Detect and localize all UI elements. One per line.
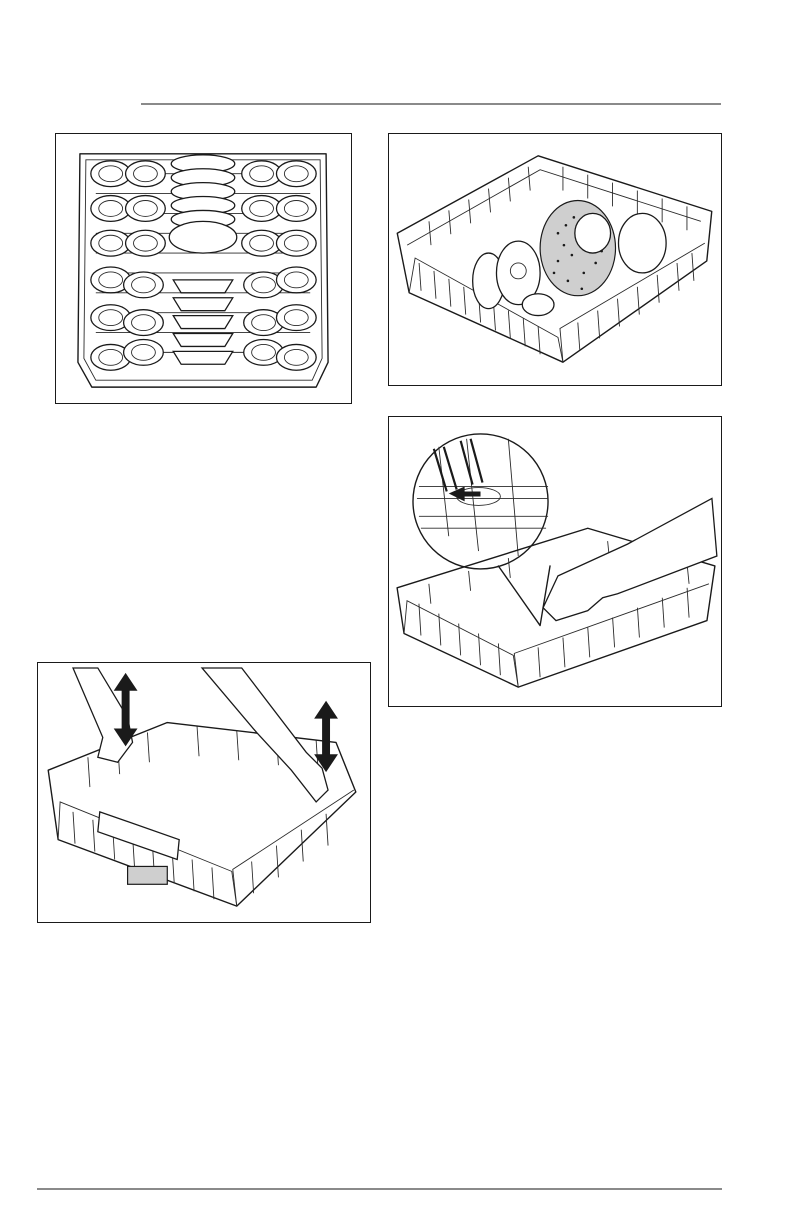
magnifier-circle [413,434,548,569]
hand [543,498,717,620]
cups-right-column [242,161,316,370]
rack-bottom-block [128,866,168,884]
right-hand [202,668,328,802]
header-rule [141,103,721,105]
center-saucers [169,155,236,253]
rack-adjust-illustration [38,663,370,922]
rack-label-plate [98,812,179,860]
fig-rack-height-adjust [37,662,371,923]
footer-rule [37,1188,722,1190]
rack-removal-illustration [389,417,721,706]
loaded-items [473,200,666,315]
rack-loaded-illustration [389,134,721,385]
fig-rack-removal-detail [388,416,722,707]
fig-upper-rack-loaded [388,133,722,386]
left-arrow-icon [449,487,481,502]
center-bowls [173,280,233,364]
cups-left-column [91,161,165,370]
rack-top-view-illustration [56,134,351,403]
fig-upper-rack-top-view [55,133,352,404]
